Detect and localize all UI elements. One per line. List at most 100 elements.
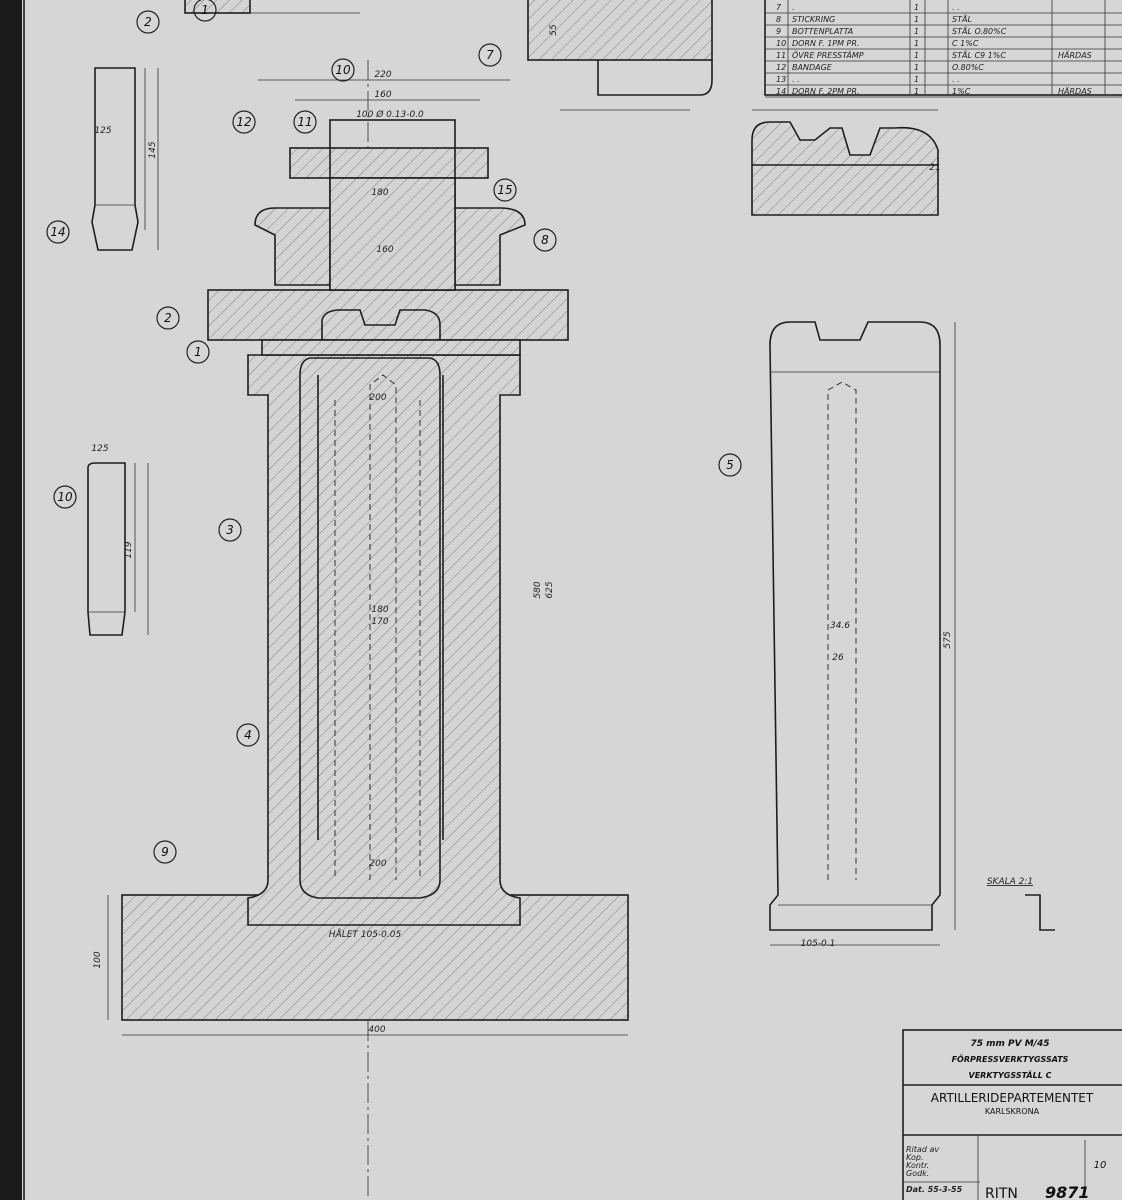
part-balloon: 1: [193, 0, 217, 22]
part-balloon: 10: [331, 58, 355, 82]
parts-row-material: STÅL: [952, 13, 972, 24]
title-block: [902, 1029, 1122, 1200]
parts-row-number: 7: [776, 3, 782, 12]
balloon-number: 14: [50, 225, 65, 239]
dim-145: 145: [148, 141, 158, 158]
left-border: [0, 0, 22, 1200]
sheet-number: 10: [1094, 1160, 1107, 1171]
parts-row-number: 8: [776, 15, 781, 24]
part-balloon: 9: [153, 840, 177, 864]
parts-row-material: . .: [952, 3, 960, 12]
kop-label: Kop.: [906, 1153, 923, 1162]
part-balloon: 2: [136, 10, 160, 34]
parts-row-qty: 1: [914, 75, 919, 84]
dim-200: 200: [369, 393, 386, 403]
dim-180: 180: [371, 188, 388, 198]
ring-part-1: [261, 339, 521, 356]
parts-row-qty: 1: [914, 15, 919, 24]
top-middle-section: [527, 0, 713, 111]
parts-row-number: 10: [776, 39, 786, 48]
balloon-number: 4: [244, 728, 252, 742]
balloon-number: 2: [144, 15, 152, 29]
part-balloon: 12: [232, 110, 256, 134]
balloon-number: 5: [726, 458, 734, 472]
drawing-prefix: RITN: [985, 1186, 1018, 1200]
balloon-number: 15: [497, 183, 512, 197]
part-10-view: [87, 462, 149, 636]
kontr-label: Kontr.: [906, 1161, 929, 1170]
parts-row-material: STÅL O.80%C: [952, 25, 1007, 36]
balloon-number: 2: [164, 311, 172, 325]
parts-row-name: DORN F. 1PM PR.: [792, 39, 859, 48]
parts-row-number: 13: [776, 75, 786, 84]
dim-580: 580: [533, 581, 543, 598]
title-line-3: VERKTYGSSTÄLL C: [969, 1070, 1052, 1080]
balloon-number: 10: [57, 490, 73, 504]
dim-625: 625: [545, 581, 555, 598]
parts-row-number: 14: [776, 87, 786, 96]
organization-name: ARTILLERIDEPARTEMENTET: [931, 1091, 1094, 1105]
parts-row-name: DORN F. 2PM PR.: [792, 87, 859, 96]
dim-200b: 200: [369, 859, 386, 869]
part-balloon: 2: [156, 306, 180, 330]
stamp-lower: [329, 177, 456, 291]
part-5-view: [769, 321, 956, 946]
parts-row-material: C 1%C: [952, 39, 979, 48]
dim-26: 26: [832, 653, 844, 663]
title-line-2: FÖRPRESSVERKTYGSSATS: [952, 1054, 1069, 1064]
parts-row-note: HÄRDAS: [1058, 86, 1092, 96]
part-balloon: 1: [186, 340, 210, 364]
dim-575: 575: [943, 631, 953, 648]
dim-220: 220: [374, 70, 391, 80]
balloon-number: 7: [486, 48, 494, 62]
parts-row-number: 11: [776, 51, 786, 60]
part-balloon: 4: [236, 723, 260, 747]
parts-row-material: STÅL C9 1%C: [952, 49, 1006, 60]
parts-row-name: BANDAGE: [792, 63, 833, 72]
parts-row-number: 12: [776, 63, 786, 72]
dim-105: 105-0.1: [801, 939, 836, 949]
parts-row-qty: 1: [914, 51, 919, 60]
parts-list-row: 10 DORN F. 1PM PR. 1 C 1%C: [765, 39, 1122, 50]
parts-row-name: .: [792, 3, 795, 12]
plate-part-2: [207, 289, 569, 341]
parts-row-material: . .: [952, 75, 960, 84]
parts-list-row: 13 . . 1 . .: [765, 75, 1122, 86]
dim-400: 400: [368, 1025, 385, 1035]
part-balloon: 3: [218, 518, 242, 542]
part-balloon: 11: [293, 110, 317, 134]
drawing-date: Dat. 55-3-55: [906, 1185, 963, 1194]
dim-100-top: 100 Ø 0.13-0.0: [356, 109, 424, 120]
part-balloon: 14: [46, 220, 70, 244]
dim-180c: 180: [371, 605, 388, 615]
part-7-section: [751, 109, 939, 216]
balloon-number: 1: [194, 345, 202, 359]
parts-row-qty: 1: [914, 63, 919, 72]
dim-160b: 160: [376, 245, 393, 255]
part-balloon: 10: [53, 485, 77, 509]
parts-row-name: BOTTENPLATTA: [792, 27, 853, 36]
part-14-view: [91, 67, 159, 251]
title-line-1: 75 mm PV M/45: [970, 1039, 1049, 1049]
dim-21: 21: [929, 163, 940, 173]
part-balloon: 15: [493, 178, 517, 202]
scale-detail: [1025, 894, 1055, 931]
hole-dim: HÅLET 105-0.05: [329, 928, 402, 940]
body-part-4: [247, 354, 521, 926]
parts-row-qty: 1: [914, 27, 919, 36]
dim-34-6: 34.6: [830, 621, 850, 631]
parts-row-name: . .: [792, 75, 800, 84]
parts-row-qty: 1: [914, 39, 919, 48]
parts-row-qty: 1: [914, 3, 919, 12]
balloon-number: 1: [201, 3, 209, 17]
scale-note: SKALA 2:1: [987, 877, 1033, 887]
dim-160: 160: [374, 90, 391, 100]
balloon-number: 9: [161, 845, 169, 859]
